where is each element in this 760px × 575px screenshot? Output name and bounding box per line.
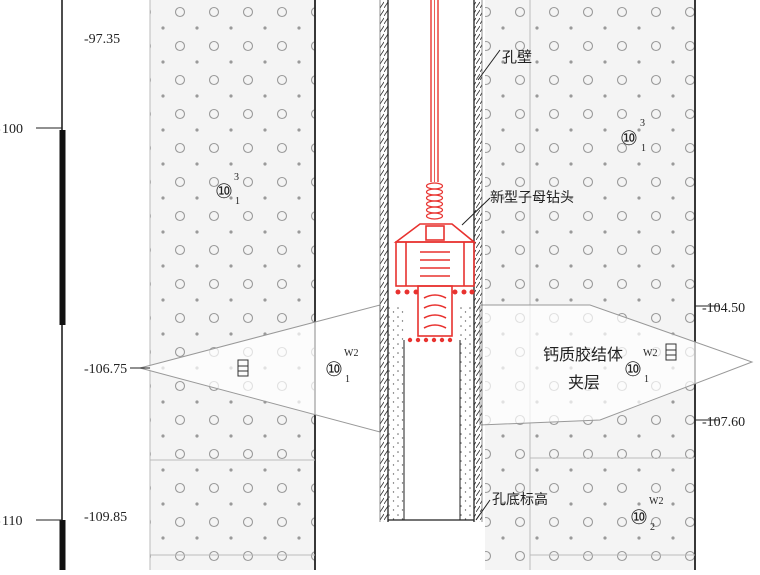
svg-text:3: 3 [640, 118, 645, 129]
svg-text:⑩: ⑩ [215, 181, 233, 203]
svg-text:⑩: ⑩ [620, 128, 638, 150]
casing-left-outer [380, 0, 388, 522]
stratum-left-upper: ⑩ 3 1 [215, 172, 240, 207]
label-calcium-layer-2: 夹层 [568, 374, 600, 392]
calcium-lens-right [479, 304, 754, 426]
scale-label-100: 100 [2, 122, 23, 137]
svg-text:⑩: ⑩ [624, 359, 642, 381]
drill-teeth [395, 289, 475, 343]
stratum-right-lower: ⑩ W2 2 [630, 496, 663, 533]
svg-text:1: 1 [641, 143, 646, 154]
leader-drill-head [461, 197, 491, 226]
label-hole-wall: 孔壁 [502, 49, 532, 66]
svg-text:⑩: ⑩ [325, 359, 343, 381]
drill-spring [425, 182, 444, 220]
leader-hole-bottom [475, 499, 491, 521]
elevation-right-2: -107.60 [702, 415, 745, 430]
svg-text:3: 3 [234, 172, 239, 183]
soil-left-dots [150, 0, 315, 570]
annulus-fill-left [388, 305, 404, 520]
elevation-left-3: -109.85 [84, 510, 127, 525]
label-drill-head: 新型子母钻头 [490, 190, 574, 206]
svg-text:⑩: ⑩ [630, 507, 648, 529]
stratum-right-middle: ⑩ W2 1 [624, 348, 657, 385]
annulus-fill-right [460, 305, 474, 520]
svg-text:1: 1 [235, 196, 240, 207]
scale-bar-110 [59, 520, 66, 570]
svg-text:W2: W2 [344, 348, 358, 359]
elevation-left-1: -97.35 [84, 32, 120, 47]
label-hole-bottom: 孔底标高 [492, 491, 548, 508]
lens-symbol-left [237, 359, 249, 377]
svg-text:W2: W2 [649, 496, 663, 507]
stratum-right-upper: ⑩ 3 1 [620, 118, 646, 154]
elevation-left-2: -106.75 [84, 362, 127, 377]
stratum-left-middle: ⑩ W2 1 [325, 348, 358, 385]
elevation-right-1: -104.50 [702, 301, 745, 316]
leader-hole-wall [477, 49, 501, 81]
scale-dash-100: - [0, 122, 1, 137]
scale-dash-110: - [0, 514, 1, 529]
casing-right-outer [474, 0, 482, 522]
svg-text:1: 1 [345, 374, 350, 385]
svg-text:1: 1 [644, 374, 649, 385]
label-calcium-layer-1: 钙质胶结体 [543, 346, 623, 364]
svg-text:W2: W2 [643, 348, 657, 359]
lens-symbol-right [665, 343, 677, 361]
scale-bar-100 [59, 130, 66, 325]
soil-right-dots [485, 0, 695, 570]
drill-head [393, 223, 477, 337]
scale-label-110: 110 [2, 514, 22, 529]
svg-text:2: 2 [650, 522, 655, 533]
